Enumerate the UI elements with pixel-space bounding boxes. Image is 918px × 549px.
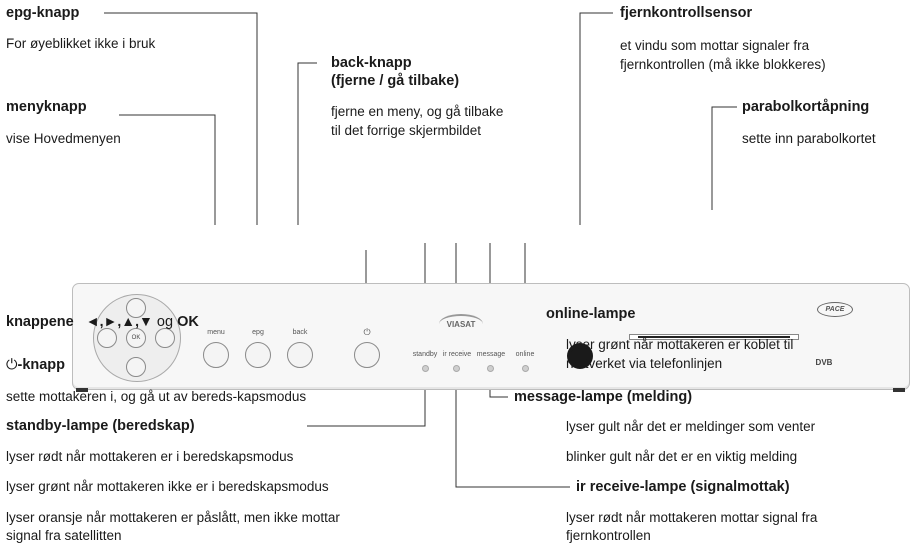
- online-desc-1: lyser grønt når mottakeren er koblet til: [566, 337, 794, 352]
- led-online-label: online: [515, 351, 535, 358]
- left-foot: [76, 388, 88, 392]
- meny-leader: [119, 114, 216, 225]
- arrows-title: knappene ◄,►,▲,▼ og OK: [6, 312, 199, 331]
- message-desc-2: blinker gult når det er en viktig meldin…: [566, 449, 798, 464]
- arrows-prefix: knappene: [6, 314, 74, 330]
- standby-desc-2: lyser grønt når mottakeren ikke er i ber…: [6, 479, 329, 494]
- menu-label: menu: [207, 329, 225, 336]
- epg-label: epg: [252, 329, 264, 336]
- meny-title: menyknapp: [6, 99, 87, 115]
- epg-leader: [104, 12, 258, 225]
- ir-desc-1: lyser rødt når mottakeren mottar signal …: [566, 510, 818, 525]
- ir-sensor-window: [567, 343, 593, 369]
- led-message-label: message: [476, 351, 506, 358]
- dpad-ok-button[interactable]: OK: [126, 328, 146, 348]
- standby-title: standby-lampe (beredskap): [6, 418, 195, 434]
- standby-desc-1: lyser rødt når mottakeren er i beredskap…: [6, 449, 294, 464]
- back-label: back: [292, 329, 308, 336]
- arrows-og: og: [156, 314, 174, 330]
- meny-desc: vise Hovedmenyen: [6, 131, 121, 146]
- back-desc-1: fjerne en meny, og gå tilbake: [331, 104, 504, 119]
- slot-leader: [711, 106, 737, 210]
- epg-button[interactable]: [245, 342, 271, 368]
- viasat-logo: VIASAT: [446, 320, 476, 329]
- arrows-ok: OK: [177, 314, 199, 330]
- dpad-right-button[interactable]: [155, 328, 175, 348]
- message-title: message-lampe (melding): [514, 389, 693, 405]
- smartcard-slot-opening: [638, 336, 790, 338]
- led-message: [487, 365, 494, 372]
- menu-button[interactable]: [203, 342, 229, 368]
- back-button[interactable]: [287, 342, 313, 368]
- power-button[interactable]: [354, 342, 380, 368]
- smartcard-slot[interactable]: [629, 334, 799, 340]
- sensor-leader: [579, 12, 613, 225]
- viasat-logo-arc: [439, 314, 483, 334]
- sensor-desc-2: fjernkontrollen (må ikke blokkeres): [620, 57, 826, 72]
- epg-title: epg-knapp: [6, 5, 80, 21]
- led-ir-receive: [453, 365, 460, 372]
- receiver-front-panel: OK menu epg back ⏻ VIASAT standby ir rec…: [72, 283, 910, 390]
- back-title-2: (fjerne / gå tilbake): [331, 73, 460, 89]
- back-title-1: back-knapp: [331, 55, 412, 71]
- dvb-logo: DVB: [815, 358, 833, 367]
- sensor-title: fjernkontrollsensor: [620, 5, 753, 21]
- right-foot: [893, 388, 905, 392]
- arrows-glyphs: ◄,►,▲,▼: [85, 313, 153, 329]
- message-desc-1: lyser gult når det er meldinger som vent…: [566, 419, 816, 434]
- power-title: ⏻-knapp: [6, 356, 65, 374]
- standby-desc-3: lyser oransje når mottakeren er påslått,…: [6, 510, 340, 525]
- led-online: [522, 365, 529, 372]
- online-title: online-lampe: [546, 306, 636, 322]
- led-standby: [422, 365, 429, 372]
- power-symbol-label: ⏻: [363, 327, 371, 337]
- back-desc-2: til det forrige skjermbildet: [331, 123, 482, 138]
- dpad: OK: [93, 294, 181, 382]
- power-title-text: -knapp: [17, 357, 66, 373]
- ir-desc-2: fjernkontrollen: [566, 528, 651, 543]
- power-desc: sette mottakeren i, og gå ut av bereds-k…: [6, 389, 307, 404]
- power-glyph: ⏻: [6, 357, 18, 373]
- dpad-left-button[interactable]: [97, 328, 117, 348]
- ir-title: ir receive-lampe (signalmottak): [576, 479, 790, 495]
- dpad-up-button[interactable]: [126, 298, 146, 318]
- sensor-desc-1: et vindu som mottar signaler fra: [620, 38, 810, 53]
- epg-desc: For øyeblikket ikke i bruk: [6, 36, 156, 51]
- back-leader: [297, 62, 317, 225]
- slot-title: parabolkortåpning: [742, 99, 870, 115]
- dpad-down-button[interactable]: [126, 357, 146, 377]
- online-desc-2: nettverket via telefonlinjen: [566, 356, 723, 371]
- led-standby-label: standby: [412, 351, 438, 358]
- pace-logo: PACE: [817, 302, 853, 317]
- slot-desc: sette inn parabolkortet: [742, 131, 876, 146]
- led-ir-label: ir receive: [442, 351, 472, 358]
- standby-desc-4: signal fra satellitten: [6, 528, 122, 543]
